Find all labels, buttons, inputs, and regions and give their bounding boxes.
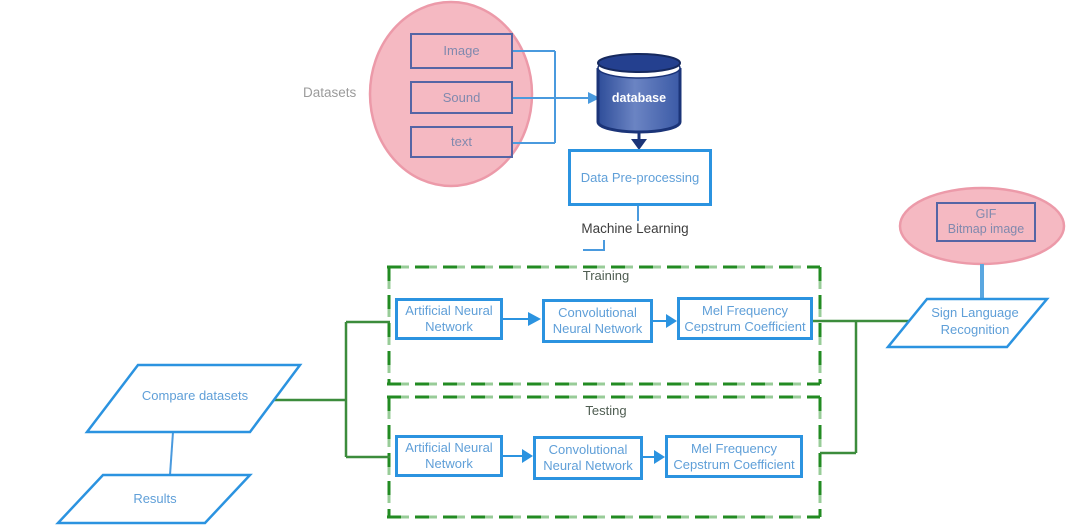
database-cylinder-top: [597, 53, 681, 73]
dashed-frames-light: [387, 265, 822, 519]
gif-bitmap-box: GIF Bitmap image: [936, 202, 1036, 242]
row-arrow-lines: [503, 318, 666, 458]
results-shape: [55, 473, 253, 525]
dataset-item-image: Image: [410, 33, 513, 69]
sign-language-label: Sign Language Recognition: [931, 305, 1019, 337]
compare-datasets-label: Compare datasets: [141, 388, 249, 403]
dataset-bracket-lines: [513, 50, 588, 144]
sign-language-shape: [885, 297, 1050, 349]
database-input-arrowhead: [588, 92, 600, 104]
database-output-arrowhead: [631, 139, 647, 150]
compare-results-link: [169, 431, 174, 476]
arrowhead-ann-cnn-testing: [522, 449, 533, 463]
rows-to-sign-connector: [813, 319, 909, 455]
database-label: database: [611, 91, 667, 105]
compare-datasets-shape: [84, 363, 303, 434]
gif-label: GIF: [975, 207, 997, 221]
machine-learning-label: Machine Learning: [581, 221, 689, 236]
testing-ann-node: Artificial Neural Network: [395, 435, 503, 477]
data-preprocessing-node: Data Pre-processing: [568, 149, 712, 206]
results-label: Results: [133, 491, 177, 506]
datasets-label: Datasets: [303, 85, 357, 100]
dataset-item-text: text: [410, 126, 513, 158]
compare-to-rows-connector: [274, 320, 390, 459]
dataset-item-sound: Sound: [410, 81, 513, 114]
training-label: Training: [582, 268, 630, 283]
training-mfcc-node: Mel Frequency Cepstrum Coefficient: [677, 297, 813, 340]
database-cylinder-body: [596, 68, 682, 134]
testing-cnn-node: Convolutional Neural Network: [533, 436, 643, 480]
training-ann-node: Artificial Neural Network: [395, 298, 503, 340]
testing-mfcc-node: Mel Frequency Cepstrum Coefficient: [665, 435, 803, 478]
arrowhead-cnn-mel-training: [666, 314, 677, 328]
preprocessing-training-link: [583, 206, 639, 251]
arrowhead-cnn-mel-testing: [654, 450, 665, 464]
testing-label: Testing: [585, 403, 627, 418]
training-cnn-node: Convolutional Neural Network: [542, 299, 653, 343]
arrowhead-ann-cnn-training: [528, 312, 541, 326]
bitmap-image-label: Bitmap image: [947, 222, 1025, 236]
